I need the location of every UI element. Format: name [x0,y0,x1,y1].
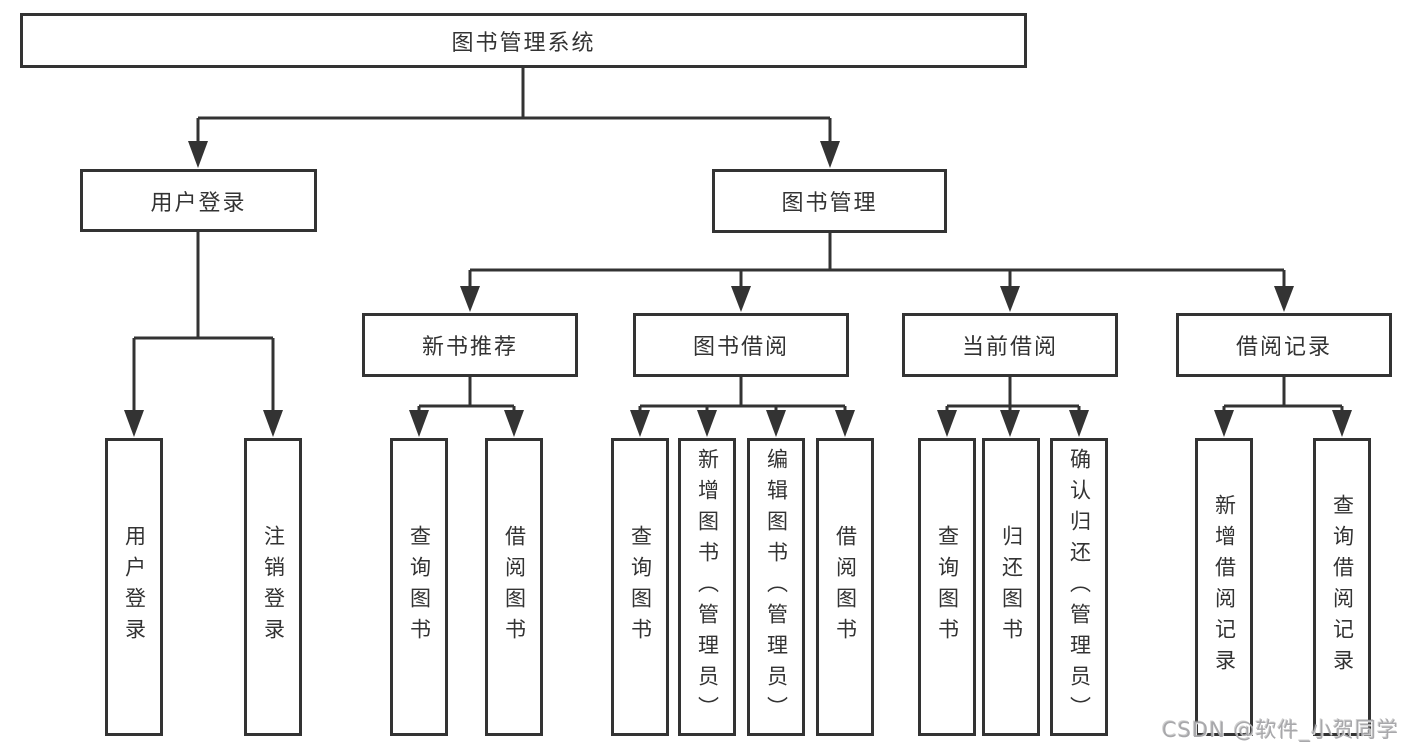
node-book-management-branch: 图书管理 [712,169,947,233]
node-leaf-borrow-books-2-label: 借阅图书 [833,525,858,649]
node-leaf-return-books-label: 归还图书 [999,525,1024,649]
node-user-login-branch-label: 用户登录 [150,190,247,216]
node-group-current-borrow-label: 当前借阅 [961,335,1058,360]
node-leaf-confirm-return-admin-label: 确认归还（管理员） [1067,447,1092,727]
node-group-new-book-recommend-label: 新书推荐 [421,335,518,360]
node-leaf-user-login: 用户登录 [105,438,163,736]
node-leaf-user-login-label: 用户登录 [122,525,147,649]
node-leaf-query-books-2: 查询图书 [611,438,669,736]
node-leaf-query-books-2-label: 查询图书 [628,525,653,649]
node-leaf-add-books-admin-label: 新增图书（管理员） [695,447,720,727]
node-leaf-borrow-books-2: 借阅图书 [816,438,874,736]
node-leaf-query-borrow-record: 查询借阅记录 [1313,438,1371,736]
node-leaf-add-borrow-record-label: 新增借阅记录 [1212,494,1237,680]
node-leaf-edit-books-admin-label: 编辑图书（管理员） [764,447,789,727]
node-leaf-query-books-3-label: 查询图书 [935,525,960,649]
node-leaf-return-books: 归还图书 [982,438,1040,736]
node-leaf-borrow-books-1-label: 借阅图书 [502,525,527,649]
node-root-system-label: 图书管理系统 [451,30,596,56]
node-leaf-query-borrow-record-label: 查询借阅记录 [1330,494,1355,680]
node-leaf-logout-label: 注销登录 [261,525,286,649]
node-leaf-logout: 注销登录 [244,438,302,736]
node-leaf-query-books-1-label: 查询图书 [407,525,432,649]
node-leaf-edit-books-admin: 编辑图书（管理员） [747,438,805,736]
node-leaf-borrow-books-1: 借阅图书 [485,438,543,736]
node-leaf-add-books-admin: 新增图书（管理员） [678,438,736,736]
node-user-login-branch: 用户登录 [80,169,317,232]
node-group-book-borrow: 图书借阅 [633,313,849,377]
node-leaf-add-borrow-record: 新增借阅记录 [1195,438,1253,736]
node-group-book-borrow-label: 图书借阅 [692,335,789,360]
node-group-borrow-records-label: 借阅记录 [1235,335,1332,360]
node-leaf-query-books-3: 查询图书 [918,438,976,736]
node-group-borrow-records: 借阅记录 [1176,313,1392,377]
node-root-system: 图书管理系统 [20,13,1027,68]
node-leaf-query-books-1: 查询图书 [390,438,448,736]
node-group-new-book-recommend: 新书推荐 [362,313,578,377]
node-book-management-branch-label: 图书管理 [781,191,878,216]
csdn-watermark: CSDN @软件_小贺同学 [1161,718,1399,742]
node-group-current-borrow: 当前借阅 [902,313,1118,377]
node-leaf-confirm-return-admin: 确认归还（管理员） [1050,438,1108,736]
